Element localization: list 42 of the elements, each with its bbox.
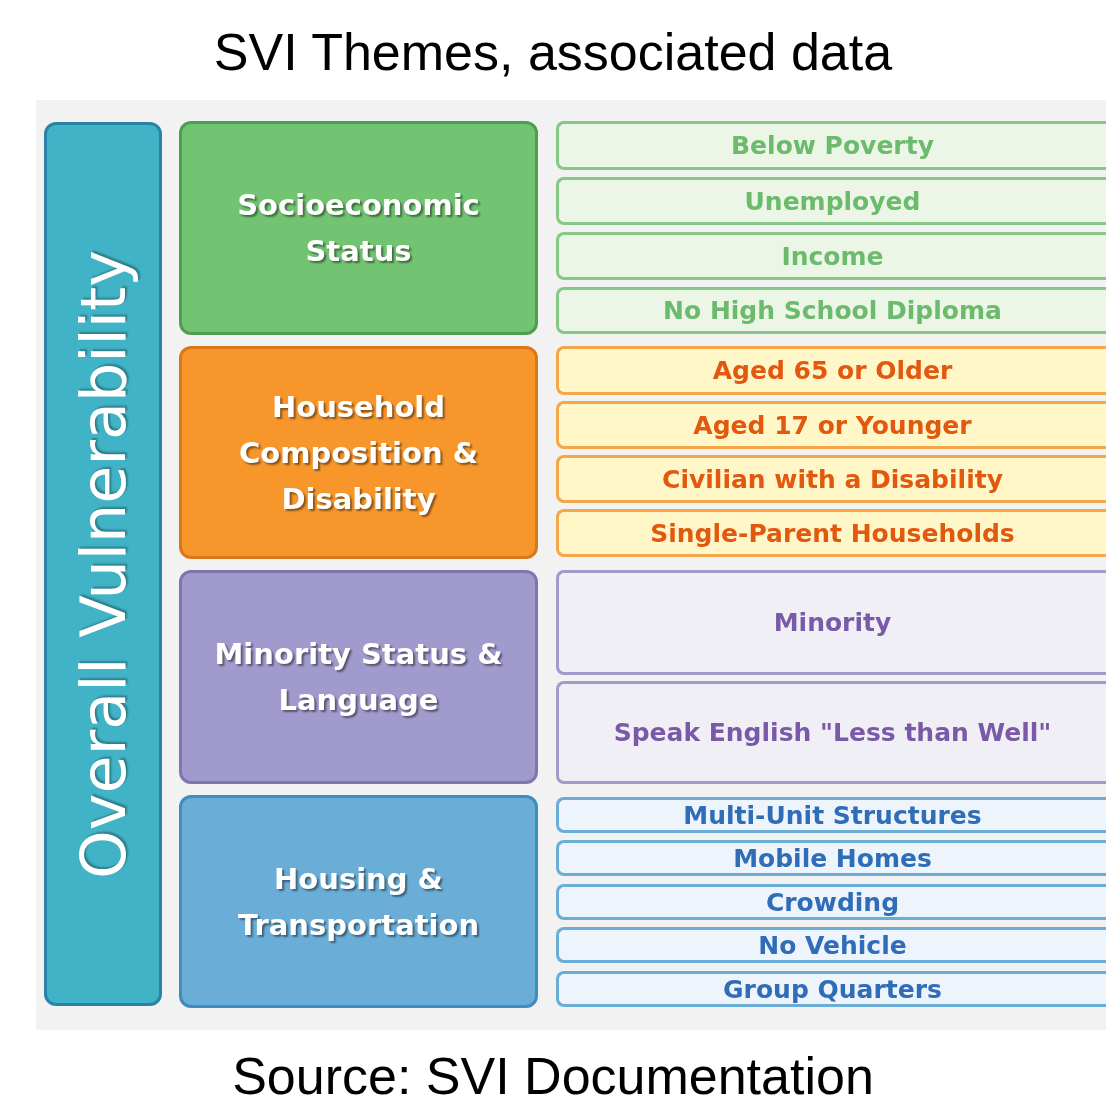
theme-label: Household Composition & Disability	[237, 388, 480, 518]
indicator-label: Civilian with a Disability	[662, 464, 1003, 494]
theme-box	[179, 346, 538, 559]
indicator-label: Below Poverty	[731, 131, 934, 160]
indicator-label: Aged 17 or Younger	[693, 410, 972, 440]
theme-box	[179, 570, 538, 784]
indicator-label: No High School Diploma	[663, 296, 1002, 325]
indicator-label: Multi-Unit Structures	[683, 800, 982, 830]
indicator-bar	[556, 927, 1106, 963]
indicator-label: No Vehicle	[758, 930, 907, 960]
indicator-bar	[556, 509, 1106, 557]
theme-box	[179, 795, 538, 1008]
indicator-bar	[556, 884, 1106, 920]
vertical-label: Overall Vulnerability	[66, 249, 140, 879]
theme-label: Socioeconomic Status	[236, 187, 481, 270]
indicator-label: Single-Parent Households	[650, 518, 1015, 548]
indicator-label: Crowding	[765, 887, 900, 917]
indicator-bar	[556, 840, 1106, 876]
indicator-bar	[556, 401, 1106, 449]
theme-box	[179, 121, 538, 335]
indicator-bar	[556, 232, 1106, 280]
indicator-bar	[556, 177, 1106, 225]
indicator-label: Group Quarters	[723, 974, 942, 1004]
indicator-bar	[556, 971, 1106, 1007]
indicator-bar	[556, 681, 1106, 784]
indicator-bar	[556, 121, 1106, 170]
title: SVI Themes, associated data	[212, 22, 894, 82]
theme-label: Minority Status & Language	[213, 636, 504, 719]
theme-label: Housing & Transportation	[236, 860, 481, 944]
indicator-label: Mobile Homes	[733, 843, 932, 873]
caption: Source: SVI Documentation	[231, 1046, 875, 1106]
indicator-label: Minority	[773, 608, 892, 637]
indicator-bar	[556, 346, 1106, 395]
vertical-banner	[44, 122, 162, 1006]
indicator-bar	[556, 570, 1106, 675]
indicator-bar	[556, 797, 1106, 833]
indicator-label: Speak English "Less than Well"	[613, 718, 1052, 747]
indicator-label: Unemployed	[744, 186, 921, 216]
indicator-label: Income	[781, 241, 884, 271]
indicator-bar	[556, 287, 1106, 334]
indicator-bar	[556, 455, 1106, 503]
indicator-label: Aged 65 or Older	[712, 356, 953, 385]
